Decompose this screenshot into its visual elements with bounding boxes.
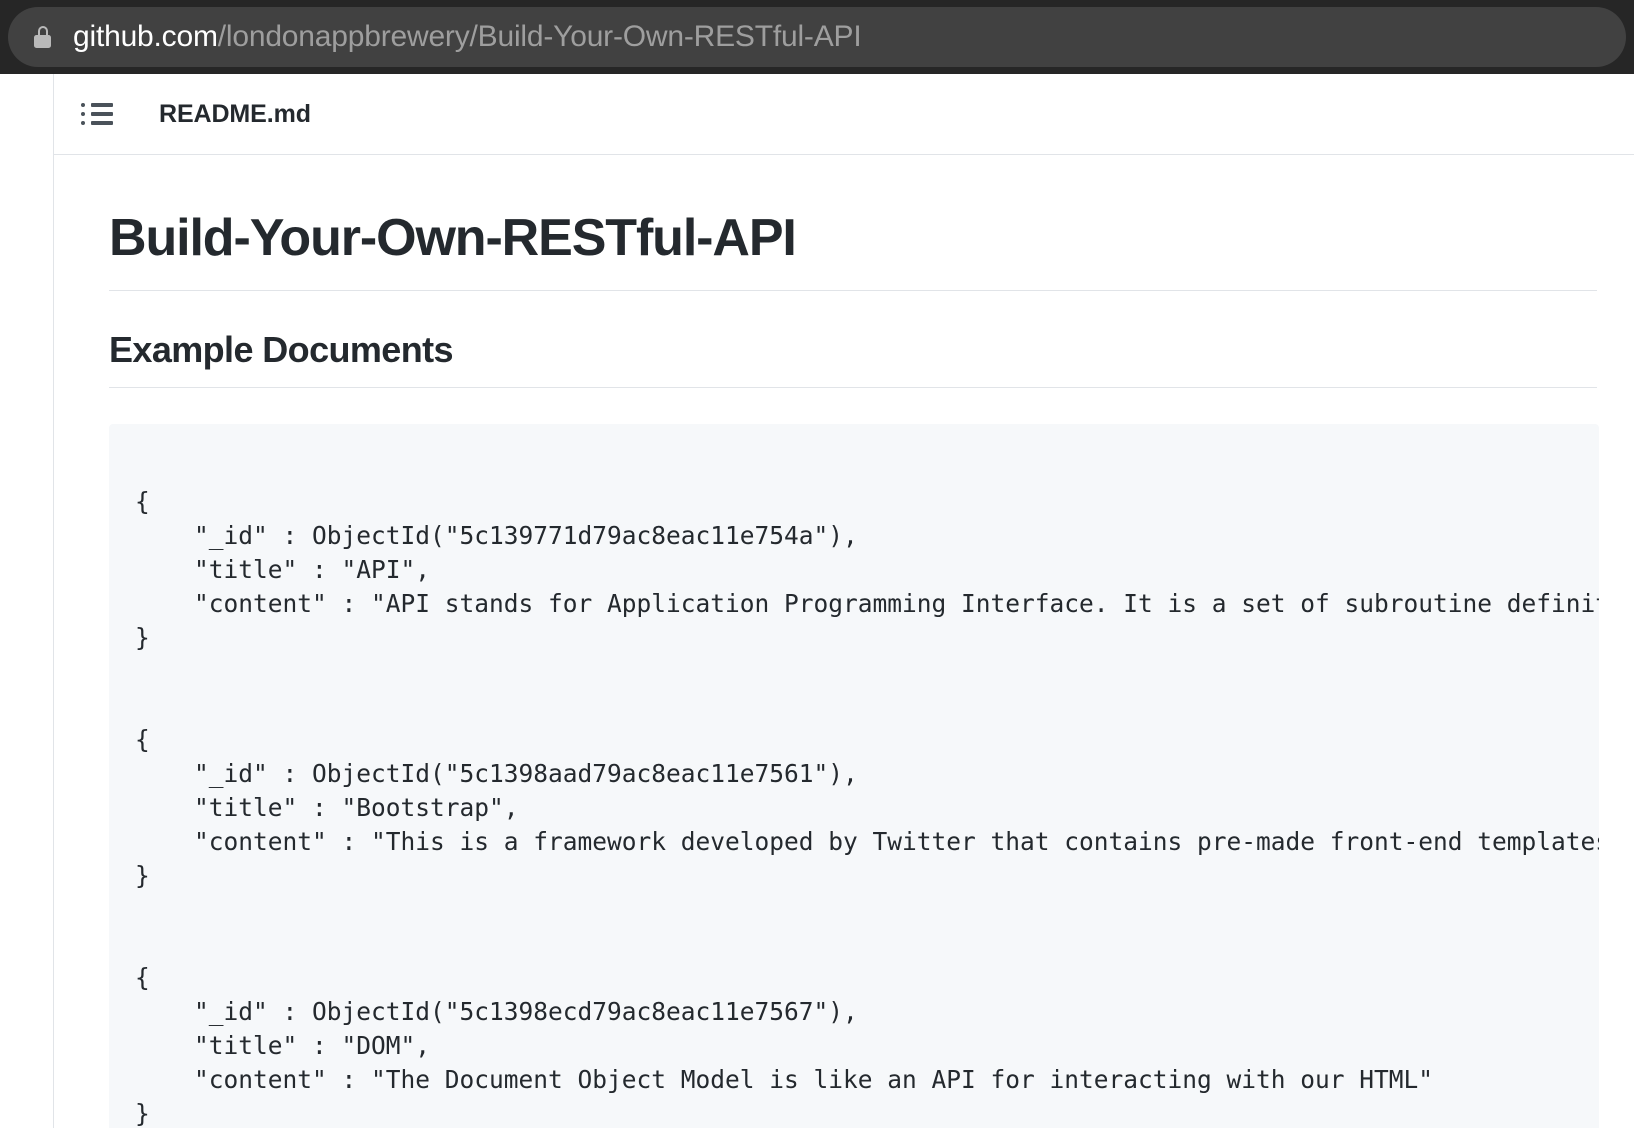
code-block-example-documents: { "_id" : ObjectId("5c139771d79ac8eac11e… xyxy=(109,424,1599,1128)
code-text: { "_id" : ObjectId("5c139771d79ac8eac11e… xyxy=(135,487,1599,1128)
list-unordered-icon[interactable] xyxy=(81,100,113,128)
url-text: github.com/londonappbrewery/Build-Your-O… xyxy=(73,20,862,53)
section-divider xyxy=(109,387,1597,389)
browser-chrome: github.com/londonappbrewery/Build-Your-O… xyxy=(0,0,1634,74)
url-host: github.com xyxy=(73,20,218,53)
page-body: README.md Build-Your-Own-RESTful-API Exa… xyxy=(0,74,1634,1128)
page-left-divider xyxy=(53,74,54,1128)
url-address-bar[interactable]: github.com/londonappbrewery/Build-Your-O… xyxy=(8,7,1626,67)
file-name-label: README.md xyxy=(159,99,311,128)
title-divider xyxy=(109,289,1597,291)
page-title: Build-Your-Own-RESTful-API xyxy=(109,209,797,267)
url-path: /londonappbrewery/Build-Your-Own-RESTful… xyxy=(217,20,862,53)
section-heading-example-documents: Example Documents xyxy=(109,328,454,370)
lock-icon xyxy=(34,26,51,48)
readme-content: Build-Your-Own-RESTful-API Example Docum… xyxy=(54,155,1634,1128)
readme-file-header: README.md xyxy=(54,74,1634,155)
